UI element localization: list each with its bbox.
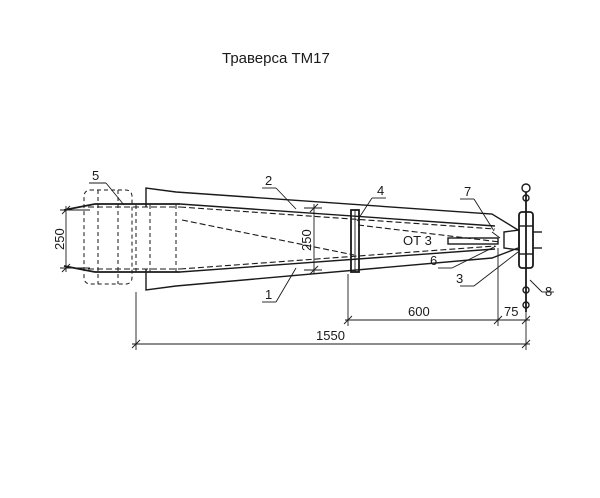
dimension-600-75 [343,248,531,326]
callout-6: 6 [430,253,437,268]
note-ot3: ОТ 3 [403,233,432,248]
small-plate [447,231,501,245]
drawing-title: Траверса ТМ17 [222,50,330,67]
callout-2: 2 [265,173,272,188]
cross-plate [350,209,360,273]
dimension-left-height [60,205,90,273]
dim-75-label: 75 [504,304,518,319]
callout-1: 1 [265,287,272,302]
callout-5: 5 [92,168,99,183]
callout-3: 3 [456,271,463,286]
left-clamp [63,189,180,285]
dim-600-label: 600 [408,304,430,319]
dim-height-mid-label: 250 [299,229,314,251]
lower-beam [145,245,519,291]
callout-leaders [89,182,554,303]
dim-1550-label: 1550 [316,328,345,343]
callout-7: 7 [464,184,471,199]
braces [181,219,501,256]
upper-beam [145,187,519,231]
dimension-total-length [131,292,531,350]
callout-4: 4 [377,183,384,198]
dim-height-left-label: 250 [52,228,67,250]
callout-8: 8 [545,284,552,299]
dimension-mid-height [304,203,322,275]
end-fitting [503,183,542,312]
